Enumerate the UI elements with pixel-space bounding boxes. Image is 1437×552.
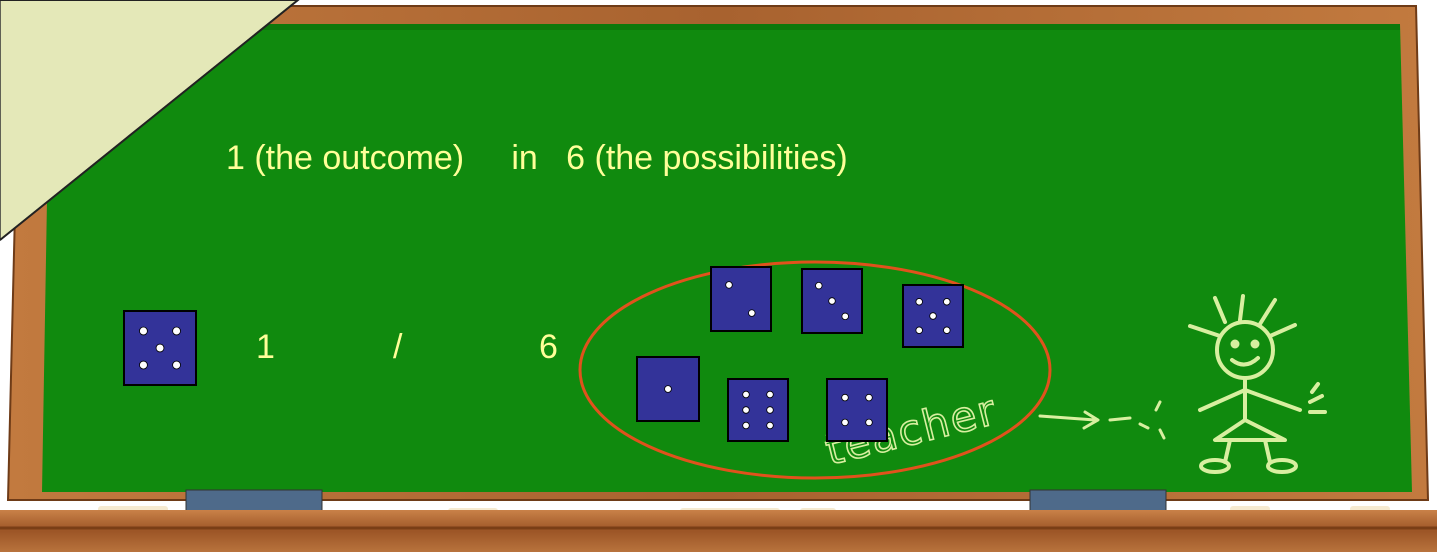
die-three-icon — [801, 268, 863, 334]
die-five-icon — [902, 284, 964, 348]
die-two-icon — [710, 266, 772, 332]
die-pip — [842, 394, 849, 401]
outcome-die-five-icon — [123, 310, 197, 386]
die-pip — [726, 282, 733, 289]
die-pip — [767, 391, 774, 398]
fraction-numerator: 1 — [256, 327, 275, 367]
die-pip — [944, 298, 951, 305]
die-pip — [842, 419, 849, 426]
die-pip — [665, 386, 672, 393]
die-six-icon — [727, 378, 789, 442]
headline-text: 1 (the outcome) in 6 (the possibilities) — [226, 138, 848, 178]
chalk-ledge — [0, 510, 1437, 552]
die-pip — [156, 344, 164, 352]
die-pip — [866, 394, 873, 401]
die-pip — [743, 422, 750, 429]
die-pip — [866, 419, 873, 426]
die-pip — [139, 361, 147, 369]
right-eraser — [1030, 490, 1166, 512]
die-pip — [842, 313, 849, 320]
left-eraser — [186, 490, 322, 512]
die-pip — [930, 313, 937, 320]
die-one-icon — [636, 356, 700, 422]
die-pip — [743, 407, 750, 414]
fraction-slash: / — [393, 327, 402, 367]
die-pip — [139, 327, 147, 335]
die-pip — [916, 327, 923, 334]
die-pip — [767, 407, 774, 414]
die-pip — [916, 298, 923, 305]
die-pip — [173, 327, 181, 335]
die-pip — [944, 327, 951, 334]
die-pip — [749, 310, 756, 317]
die-pip — [829, 298, 836, 305]
fraction-denominator: 6 — [539, 327, 558, 367]
die-pip — [767, 422, 774, 429]
die-four-icon — [826, 378, 888, 442]
die-pip — [743, 391, 750, 398]
die-pip — [173, 361, 181, 369]
die-pip — [816, 282, 823, 289]
